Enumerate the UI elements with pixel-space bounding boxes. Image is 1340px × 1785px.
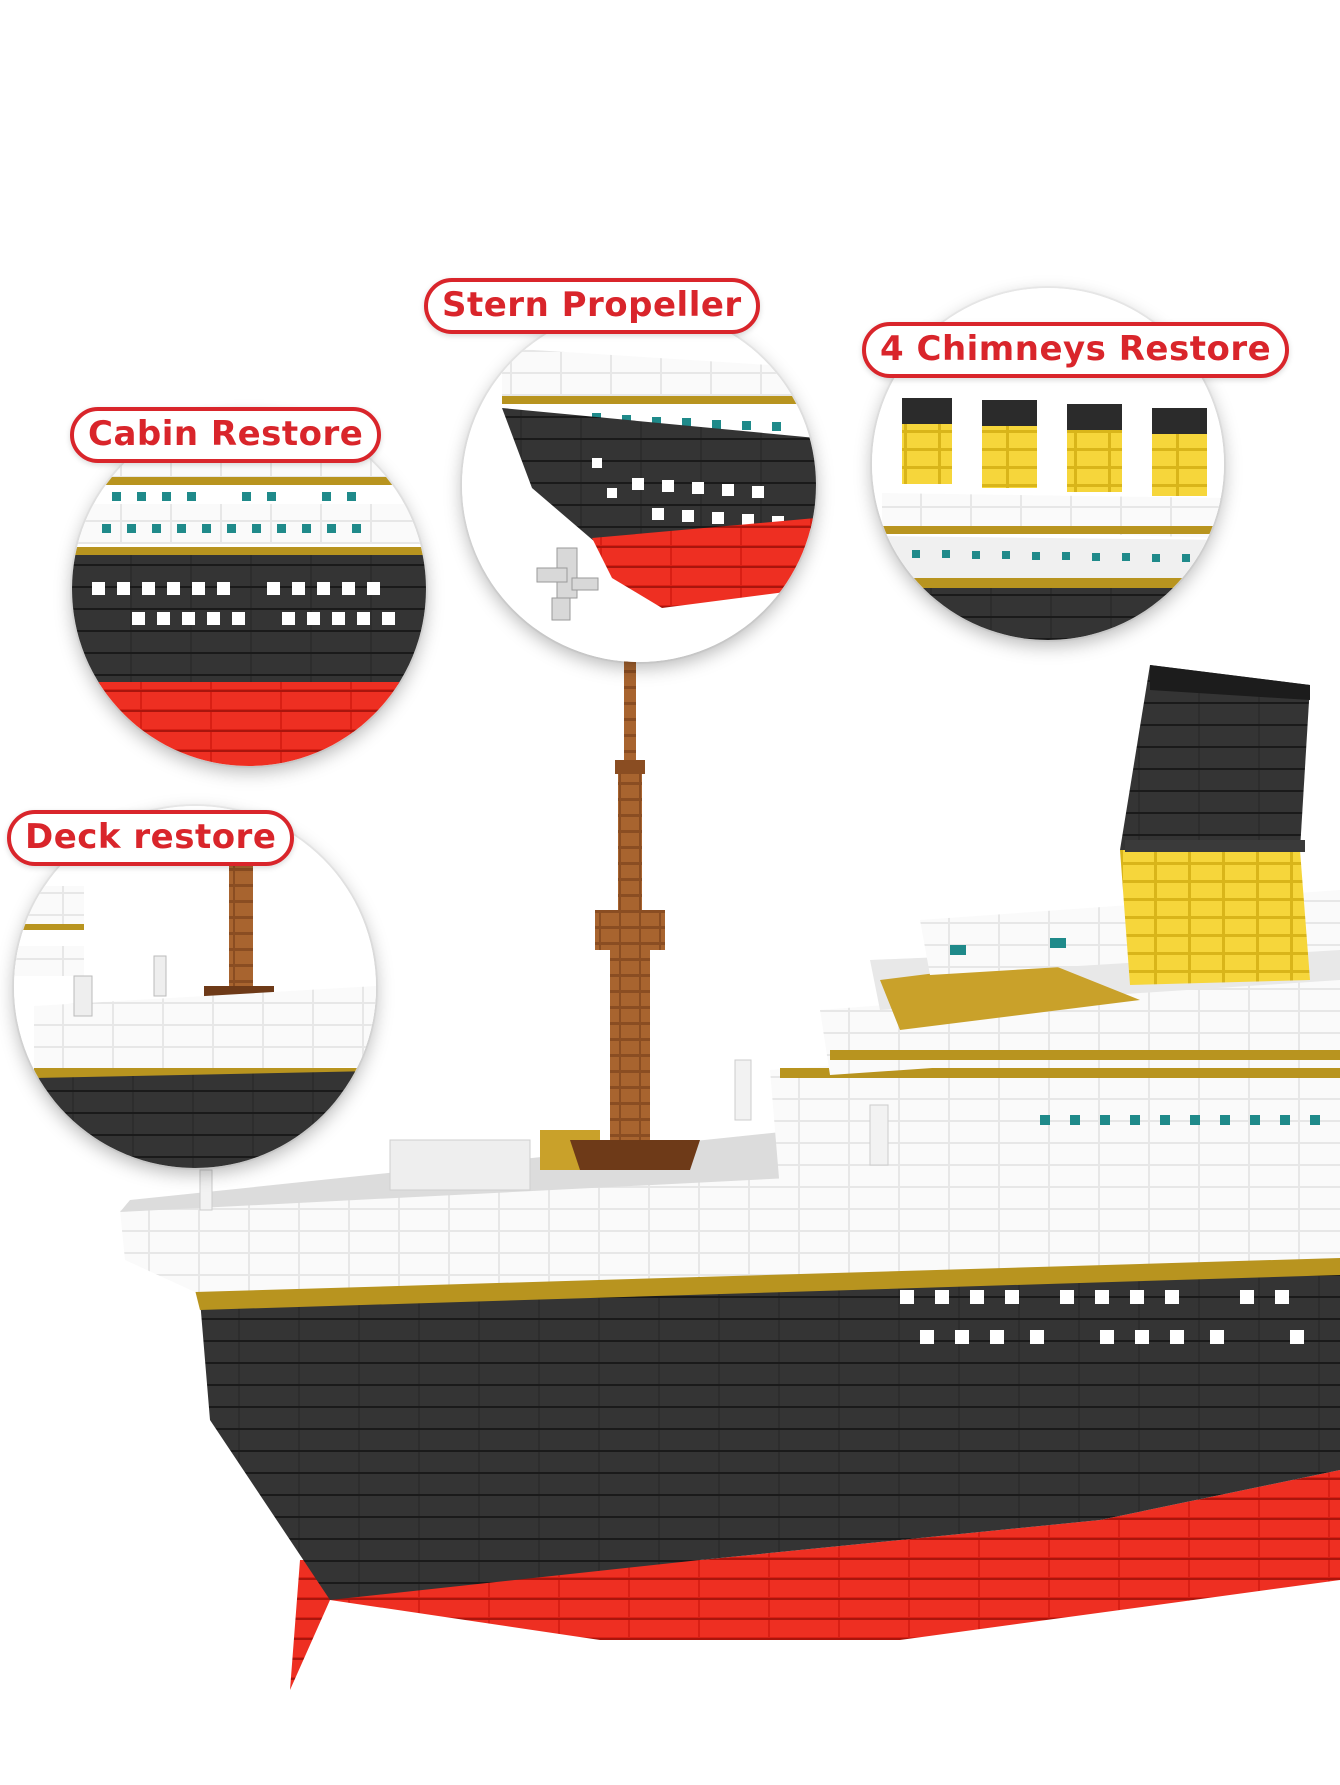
stern-detail-image xyxy=(462,308,816,662)
cabin-detail-image xyxy=(72,412,426,766)
deck-label: Deck restore xyxy=(7,810,295,866)
stern-propeller-label: Stern Propeller xyxy=(424,278,760,334)
deck-detail-image xyxy=(14,806,376,1168)
chimneys-label: 4 Chimneys Restore xyxy=(862,322,1290,378)
cabin-label: Cabin Restore xyxy=(70,407,382,463)
